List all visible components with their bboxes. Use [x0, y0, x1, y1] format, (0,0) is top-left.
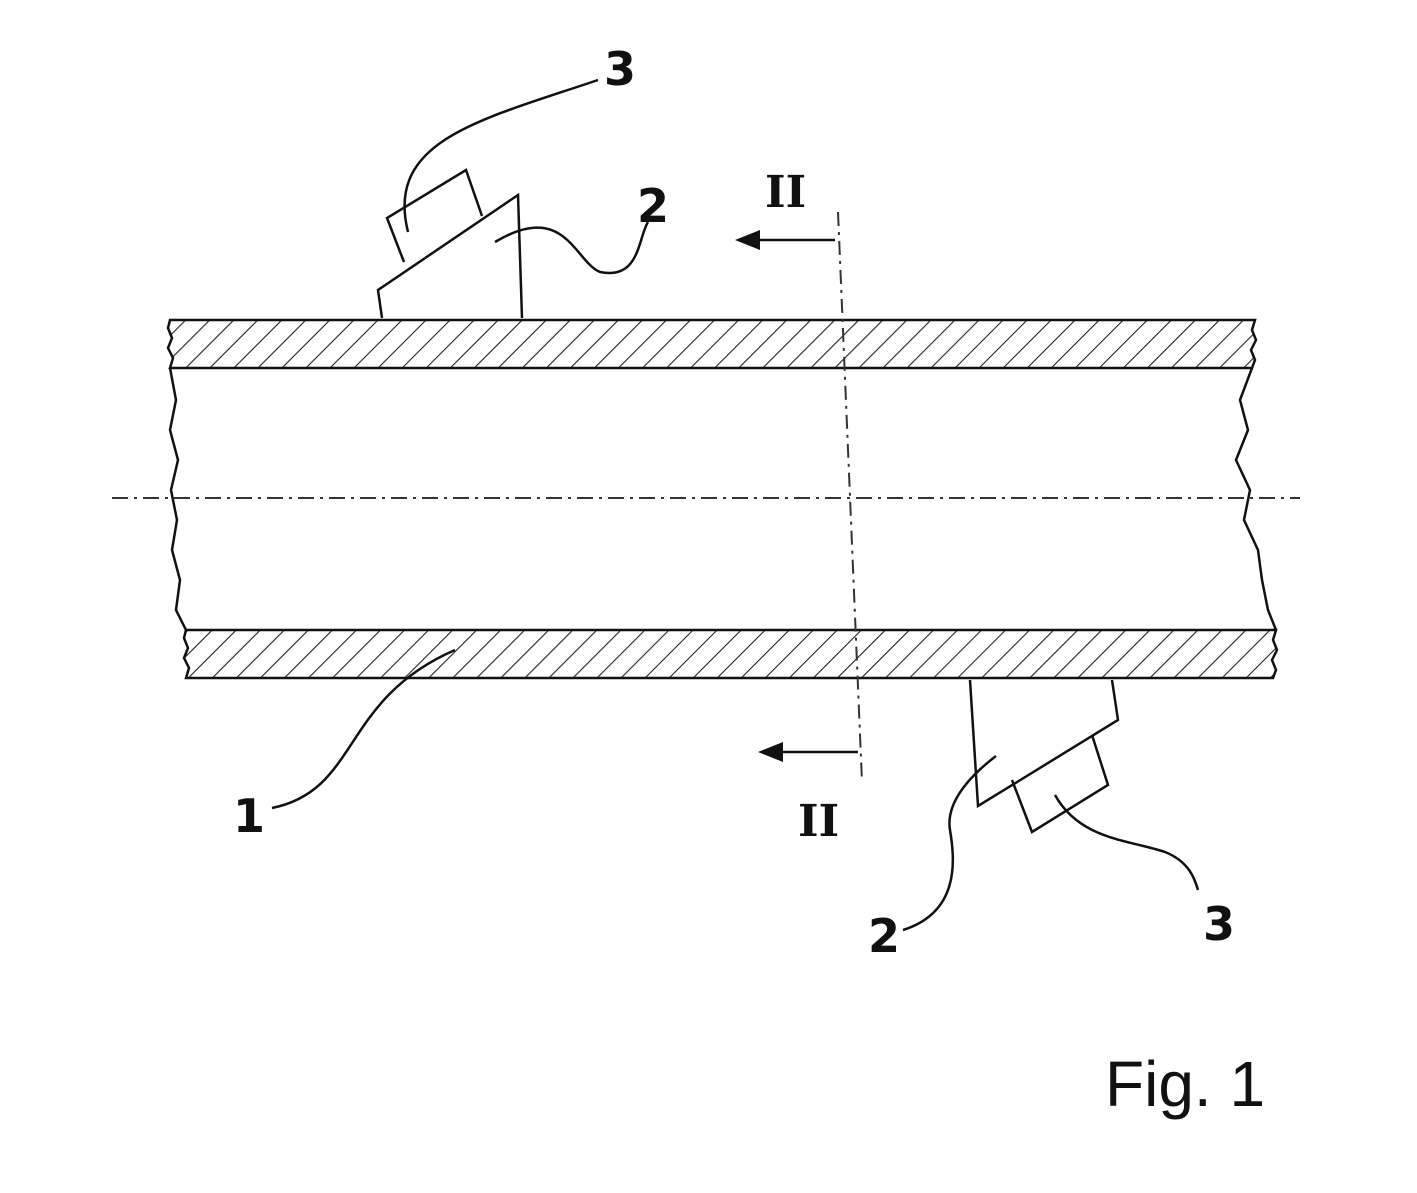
leader-2-bottom — [903, 756, 996, 930]
label-wedge-bottom: 2 — [868, 909, 900, 963]
section-arrow-bottom — [758, 742, 858, 762]
transducer-top — [387, 170, 482, 262]
label-transducer-top: 3 — [604, 42, 636, 96]
label-section-top: II — [765, 167, 806, 218]
label-section-bottom: II — [798, 796, 839, 847]
transducer-bottom — [1012, 735, 1108, 832]
leader-3-bottom — [1055, 795, 1198, 890]
section-arrow-top — [735, 230, 835, 250]
pipe-wall-bottom — [184, 630, 1277, 678]
pipe-wall-top — [168, 320, 1256, 368]
figure-caption: Fig. 1 — [1105, 1048, 1265, 1120]
wedge-top — [378, 195, 522, 318]
label-transducer-bottom: 3 — [1203, 897, 1235, 951]
label-pipe: 1 — [233, 789, 265, 843]
leader-3-top — [405, 80, 598, 232]
label-wedge-top: 2 — [637, 179, 669, 233]
